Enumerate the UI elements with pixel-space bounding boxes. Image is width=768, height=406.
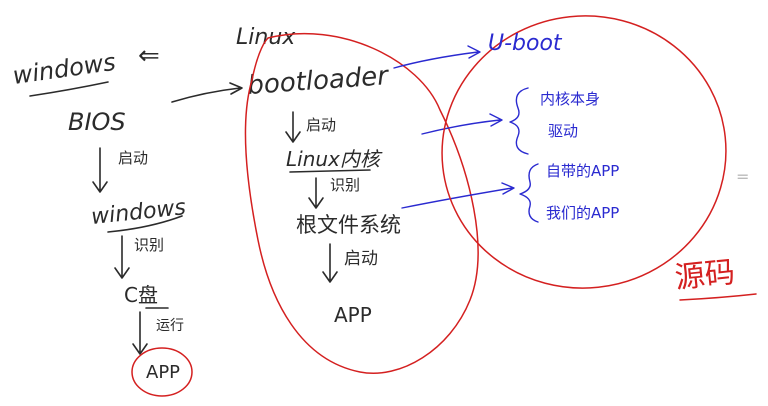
- kernel-to-items-arrow: [421, 113, 503, 135]
- linux-loop: [244, 33, 479, 374]
- uboot-circle: [441, 15, 727, 289]
- recognize-label-mid: 识别: [330, 176, 360, 194]
- bios-to-bootloader-arrow: [171, 82, 243, 103]
- down-arrow-5: [308, 177, 324, 209]
- launch-label-left: 启动: [118, 149, 148, 167]
- app-circle-left: [131, 347, 193, 397]
- swap-arrow-symbol: ⇐: [138, 41, 160, 71]
- down-arrow-2: [114, 235, 130, 279]
- app-label-mid: APP: [334, 303, 372, 327]
- down-arrow-4: [285, 111, 301, 143]
- run-label-left: 运行: [156, 318, 184, 334]
- down-arrow-3: [132, 311, 148, 355]
- brace-bottom: [519, 163, 539, 223]
- uboot-title: U-boot: [488, 31, 563, 56]
- source-code-underline: [679, 293, 757, 301]
- c-drive-label: C盘: [124, 283, 158, 307]
- edge-mark: =: [736, 167, 749, 186]
- rootfs-label: 根文件系统: [296, 213, 401, 237]
- uboot-item-driver: 驱动: [548, 122, 578, 140]
- launch-label-mid-2: 启动: [344, 249, 378, 269]
- windows-os-label: windows: [90, 195, 187, 230]
- down-arrow-1: [92, 147, 108, 193]
- uboot-item-kernel: 内核本身: [540, 90, 600, 108]
- bios-label: BIOS: [68, 108, 126, 136]
- app-label-left: APP: [146, 362, 180, 383]
- launch-label-mid: 启动: [306, 116, 336, 134]
- brace-top: [509, 87, 529, 155]
- linux-title: Linux: [236, 25, 296, 50]
- bootloader-to-uboot-arrow: [393, 45, 481, 69]
- windows-title-underline: [29, 81, 109, 97]
- recognize-label-left: 识别: [134, 236, 164, 254]
- kernel-underline: [289, 169, 371, 173]
- uboot-item-our-app: 我们的APP: [546, 204, 619, 222]
- linux-kernel-label: Linux内核: [286, 147, 383, 171]
- source-code-note: 源码: [673, 255, 736, 296]
- uboot-item-builtin-app: 自带的APP: [546, 162, 619, 180]
- down-arrow-6: [322, 243, 338, 283]
- rootfs-to-items-arrow: [401, 182, 515, 209]
- windows-os-underline: [107, 215, 183, 233]
- bootloader-label: bootloader: [246, 61, 391, 101]
